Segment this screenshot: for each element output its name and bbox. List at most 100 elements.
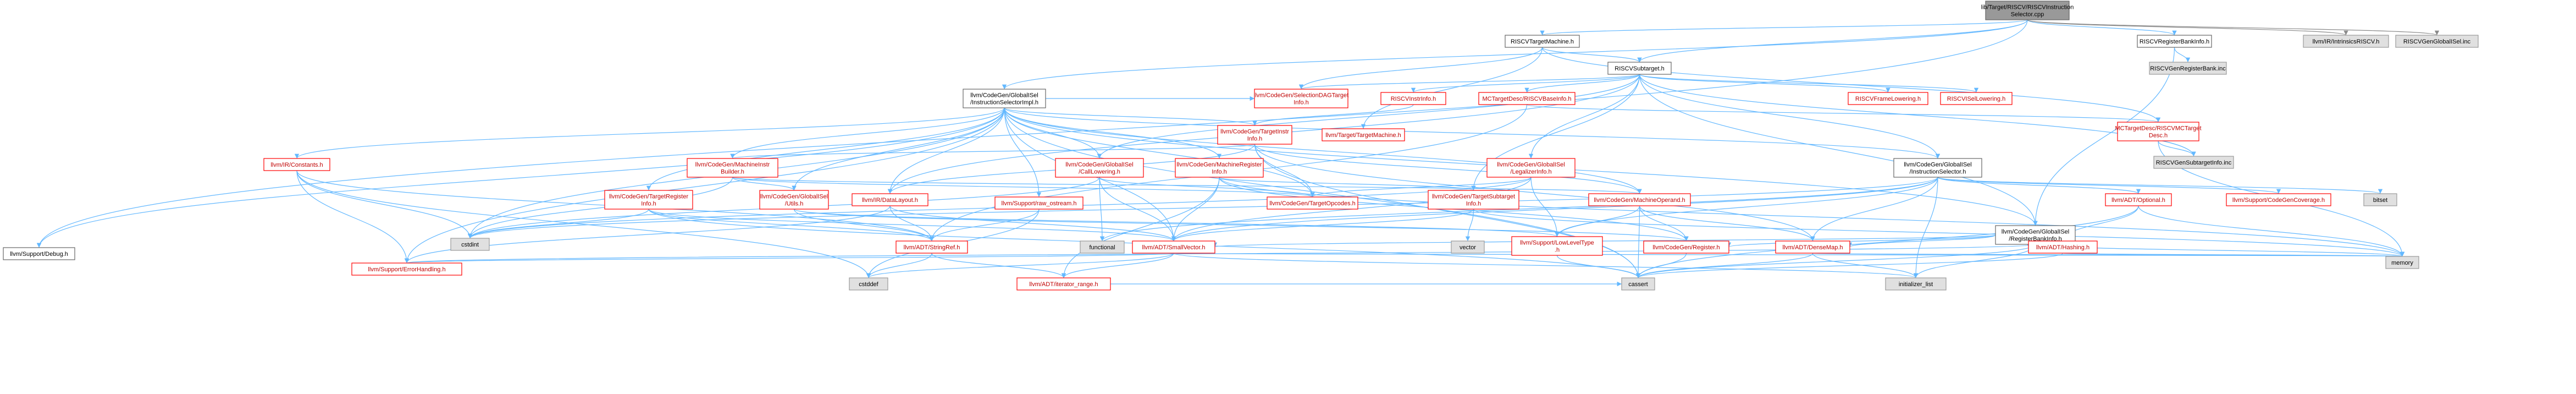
node-box-errorhandling (351, 262, 462, 276)
node-constants[interactable]: llvm/IR/Constants.h (263, 158, 330, 171)
node-iteratorrange[interactable]: llvm/ADT/iterator_range.h (1016, 277, 1111, 291)
node-datalayout[interactable]: llvm/IR/DataLayout.h (852, 193, 928, 206)
node-targetmachine[interactable]: RISCVTargetMachine.h (1505, 35, 1580, 48)
node-label-datalayout-0: llvm/IR/DataLayout.h (862, 197, 918, 204)
node-calllowering[interactable]: llvm/CodeGen/GlobalISel/CallLowering.h (1055, 158, 1144, 178)
edge-machreg-to-targetsub (1219, 177, 1476, 191)
node-densemap[interactable]: llvm/ADT/DenseMap.h (1775, 240, 1850, 254)
node-label-machreg-0: llvm/CodeGen/MachineRegister (1176, 162, 1262, 168)
node-label-machreg-1: Info.h (1212, 169, 1227, 176)
node-coverage[interactable]: llvm/Support/CodeGenCoverage.h (2226, 193, 2331, 206)
node-memory[interactable]: memory (2385, 256, 2419, 269)
node-instrinfo[interactable]: RISCVInstrInfo.h (1380, 92, 1446, 105)
node-label-framelowering-0: RISCVFrameLowering.h (1855, 96, 1921, 102)
edge-targetinstr-to-cassert (1254, 144, 1641, 278)
node-label-targetsub-1: Info.h (1466, 201, 1482, 207)
edge-machreg-to-iteratorrange (1061, 177, 1220, 278)
node-subtarget[interactable]: RISCVSubtarget.h (1607, 62, 1672, 75)
node-initlist[interactable]: initializer_list (1885, 277, 1947, 291)
node-vector[interactable]: vector (1451, 240, 1485, 254)
node-giutils[interactable]: llvm/CodeGen/GlobalISel/Utils.h (759, 190, 829, 210)
node-gensubtarget[interactable]: RISCVGenSubtargetInfo.inc (2153, 156, 2234, 169)
edge-densemap-to-initlist (1812, 253, 1919, 278)
node-label-smallvector-0: llvm/ADT/SmallVector.h (1142, 244, 1206, 251)
node-label-targetinstr-0: llvm/CodeGen/TargetInstr (1220, 129, 1289, 135)
edge-isimpl-to-constants (295, 107, 1005, 159)
node-cstddef[interactable]: cstddef (849, 277, 888, 291)
edge-targetmachine-to-subtarget (1541, 47, 1642, 63)
graph-nodes: lib/Target/RISCV/RISCVInstructionSelecto… (3, 1, 2479, 291)
node-box-root (1985, 1, 2070, 20)
node-box-targetinstr (1217, 125, 1292, 145)
edge-instsel-to-densemap (1810, 177, 1938, 242)
node-targetmach[interactable]: llvm/Target/TargetMachine.h (1322, 128, 1405, 141)
node-box-targetmach (1322, 128, 1405, 141)
node-genregisterbank[interactable]: RISCVGenRegisterBank.inc (2149, 62, 2227, 75)
node-legalizer[interactable]: llvm/CodeGen/GlobalISel/LegalizerInfo.h (1486, 158, 1576, 178)
node-label-lowleveltype-1: .h (1555, 247, 1560, 254)
node-label-genregisterbank-0: RISCVGenRegisterBank.inc (2150, 65, 2226, 72)
node-stringref[interactable]: llvm/ADT/StringRef.h (895, 240, 968, 254)
node-hashing[interactable]: llvm/ADT/Hashing.h (2028, 240, 2098, 254)
edge-registerbankinfo-to-genregisterbank (2174, 47, 2191, 63)
node-isellowering[interactable]: RISCVISelLowering.h (1940, 92, 2013, 105)
node-box-seldag (1254, 89, 1348, 108)
node-isimpl[interactable]: llvm/CodeGen/GlobalISel/InstructionSelec… (963, 89, 1046, 108)
edge-instrinfo-to-targetinstr (1252, 104, 1414, 126)
edge-giutils-to-lowleveltype (793, 209, 1560, 237)
node-label-root-1: Selector.cpp (2011, 12, 2044, 18)
node-root[interactable]: lib/Target/RISCV/RISCVInstructionSelecto… (1981, 1, 2074, 20)
node-label-initlist-0: initializer_list (1899, 281, 1933, 288)
node-box-debug (3, 247, 75, 260)
edge-root-to-subtarget (1637, 19, 2028, 63)
node-rawostream[interactable]: llvm/Support/raw_ostream.h (994, 196, 1084, 210)
node-label-bitset-0: bitset (2373, 197, 2387, 204)
node-genglobalisel[interactable]: RISCVGenGlobalISel.inc (2395, 35, 2479, 48)
node-box-machreg (1175, 158, 1264, 178)
node-machoperand[interactable]: llvm/CodeGen/MachineOperand.h (1588, 193, 1691, 206)
node-smallvector[interactable]: llvm/ADT/SmallVector.h (1132, 240, 1215, 254)
edge-isimpl-to-targetopcodes (1004, 107, 1315, 198)
node-framelowering[interactable]: RISCVFrameLowering.h (1848, 92, 1928, 105)
edge-registerbankinfo-to-regbankinfo (2033, 47, 2175, 226)
node-label-coverage-0: llvm/Support/CodeGenCoverage.h (2232, 197, 2325, 204)
node-instsel[interactable]: llvm/CodeGen/GlobalISel/InstructionSelec… (1893, 158, 1982, 178)
node-label-intrinsics-0: llvm/IR/IntrinsicsRISCV.h (2313, 39, 2380, 45)
edge-smallvector-to-initlist (1173, 253, 1918, 278)
node-box-basicinfo (1478, 92, 1576, 105)
node-cstdint[interactable]: cstdint (450, 238, 490, 251)
node-label-calllowering-0: llvm/CodeGen/GlobalISel (1065, 162, 1134, 168)
node-label-isellowering-0: RISCVISelLowering.h (1947, 96, 2005, 102)
node-intrinsics[interactable]: llvm/IR/IntrinsicsRISCV.h (2303, 35, 2389, 48)
node-label-instsel-1: /InstructionSelector.h (1910, 169, 1966, 176)
edge-smallvector-to-errorhandling (405, 253, 1174, 264)
node-cassert[interactable]: cassert (1621, 277, 1655, 291)
edge-isimpl-to-debug (36, 107, 1005, 248)
edge-regbankinfo-to-densemap (1848, 234, 1996, 248)
node-functional[interactable]: functional (1080, 240, 1125, 254)
node-basicinfo[interactable]: MCTargetDesc/RISCVBaseInfo.h (1478, 92, 1576, 105)
edge-isimpl-to-targetreg (646, 107, 1005, 191)
node-targetopcodes[interactable]: llvm/CodeGen/TargetOpcodes.h (1267, 196, 1358, 210)
node-optional[interactable]: llvm/ADT/Optional.h (2105, 193, 2172, 206)
edge-instsel-to-coverage (1937, 177, 2281, 194)
node-debug[interactable]: llvm/Support/Debug.h (3, 247, 75, 260)
node-lowleveltype[interactable]: llvm/Support/LowLevelType.h (1511, 236, 1603, 256)
node-box-constants (263, 158, 330, 171)
edge-subtarget-to-basicinfo (1524, 74, 1640, 93)
edge-legalizer-to-lowleveltype (1530, 177, 1560, 237)
edge-targetinstr-to-machinstr (730, 144, 1256, 159)
node-bitset[interactable]: bitset (2363, 193, 2397, 206)
node-registerbankinfo[interactable]: RISCVRegisterBankInfo.h (2137, 35, 2212, 48)
node-box-vector (1451, 240, 1485, 254)
node-register[interactable]: llvm/CodeGen/Register.h (1643, 240, 1729, 254)
node-errorhandling[interactable]: llvm/Support/ErrorHandling.h (351, 262, 462, 276)
node-label-registerbankinfo-0: RISCVRegisterBankInfo.h (2140, 39, 2209, 45)
